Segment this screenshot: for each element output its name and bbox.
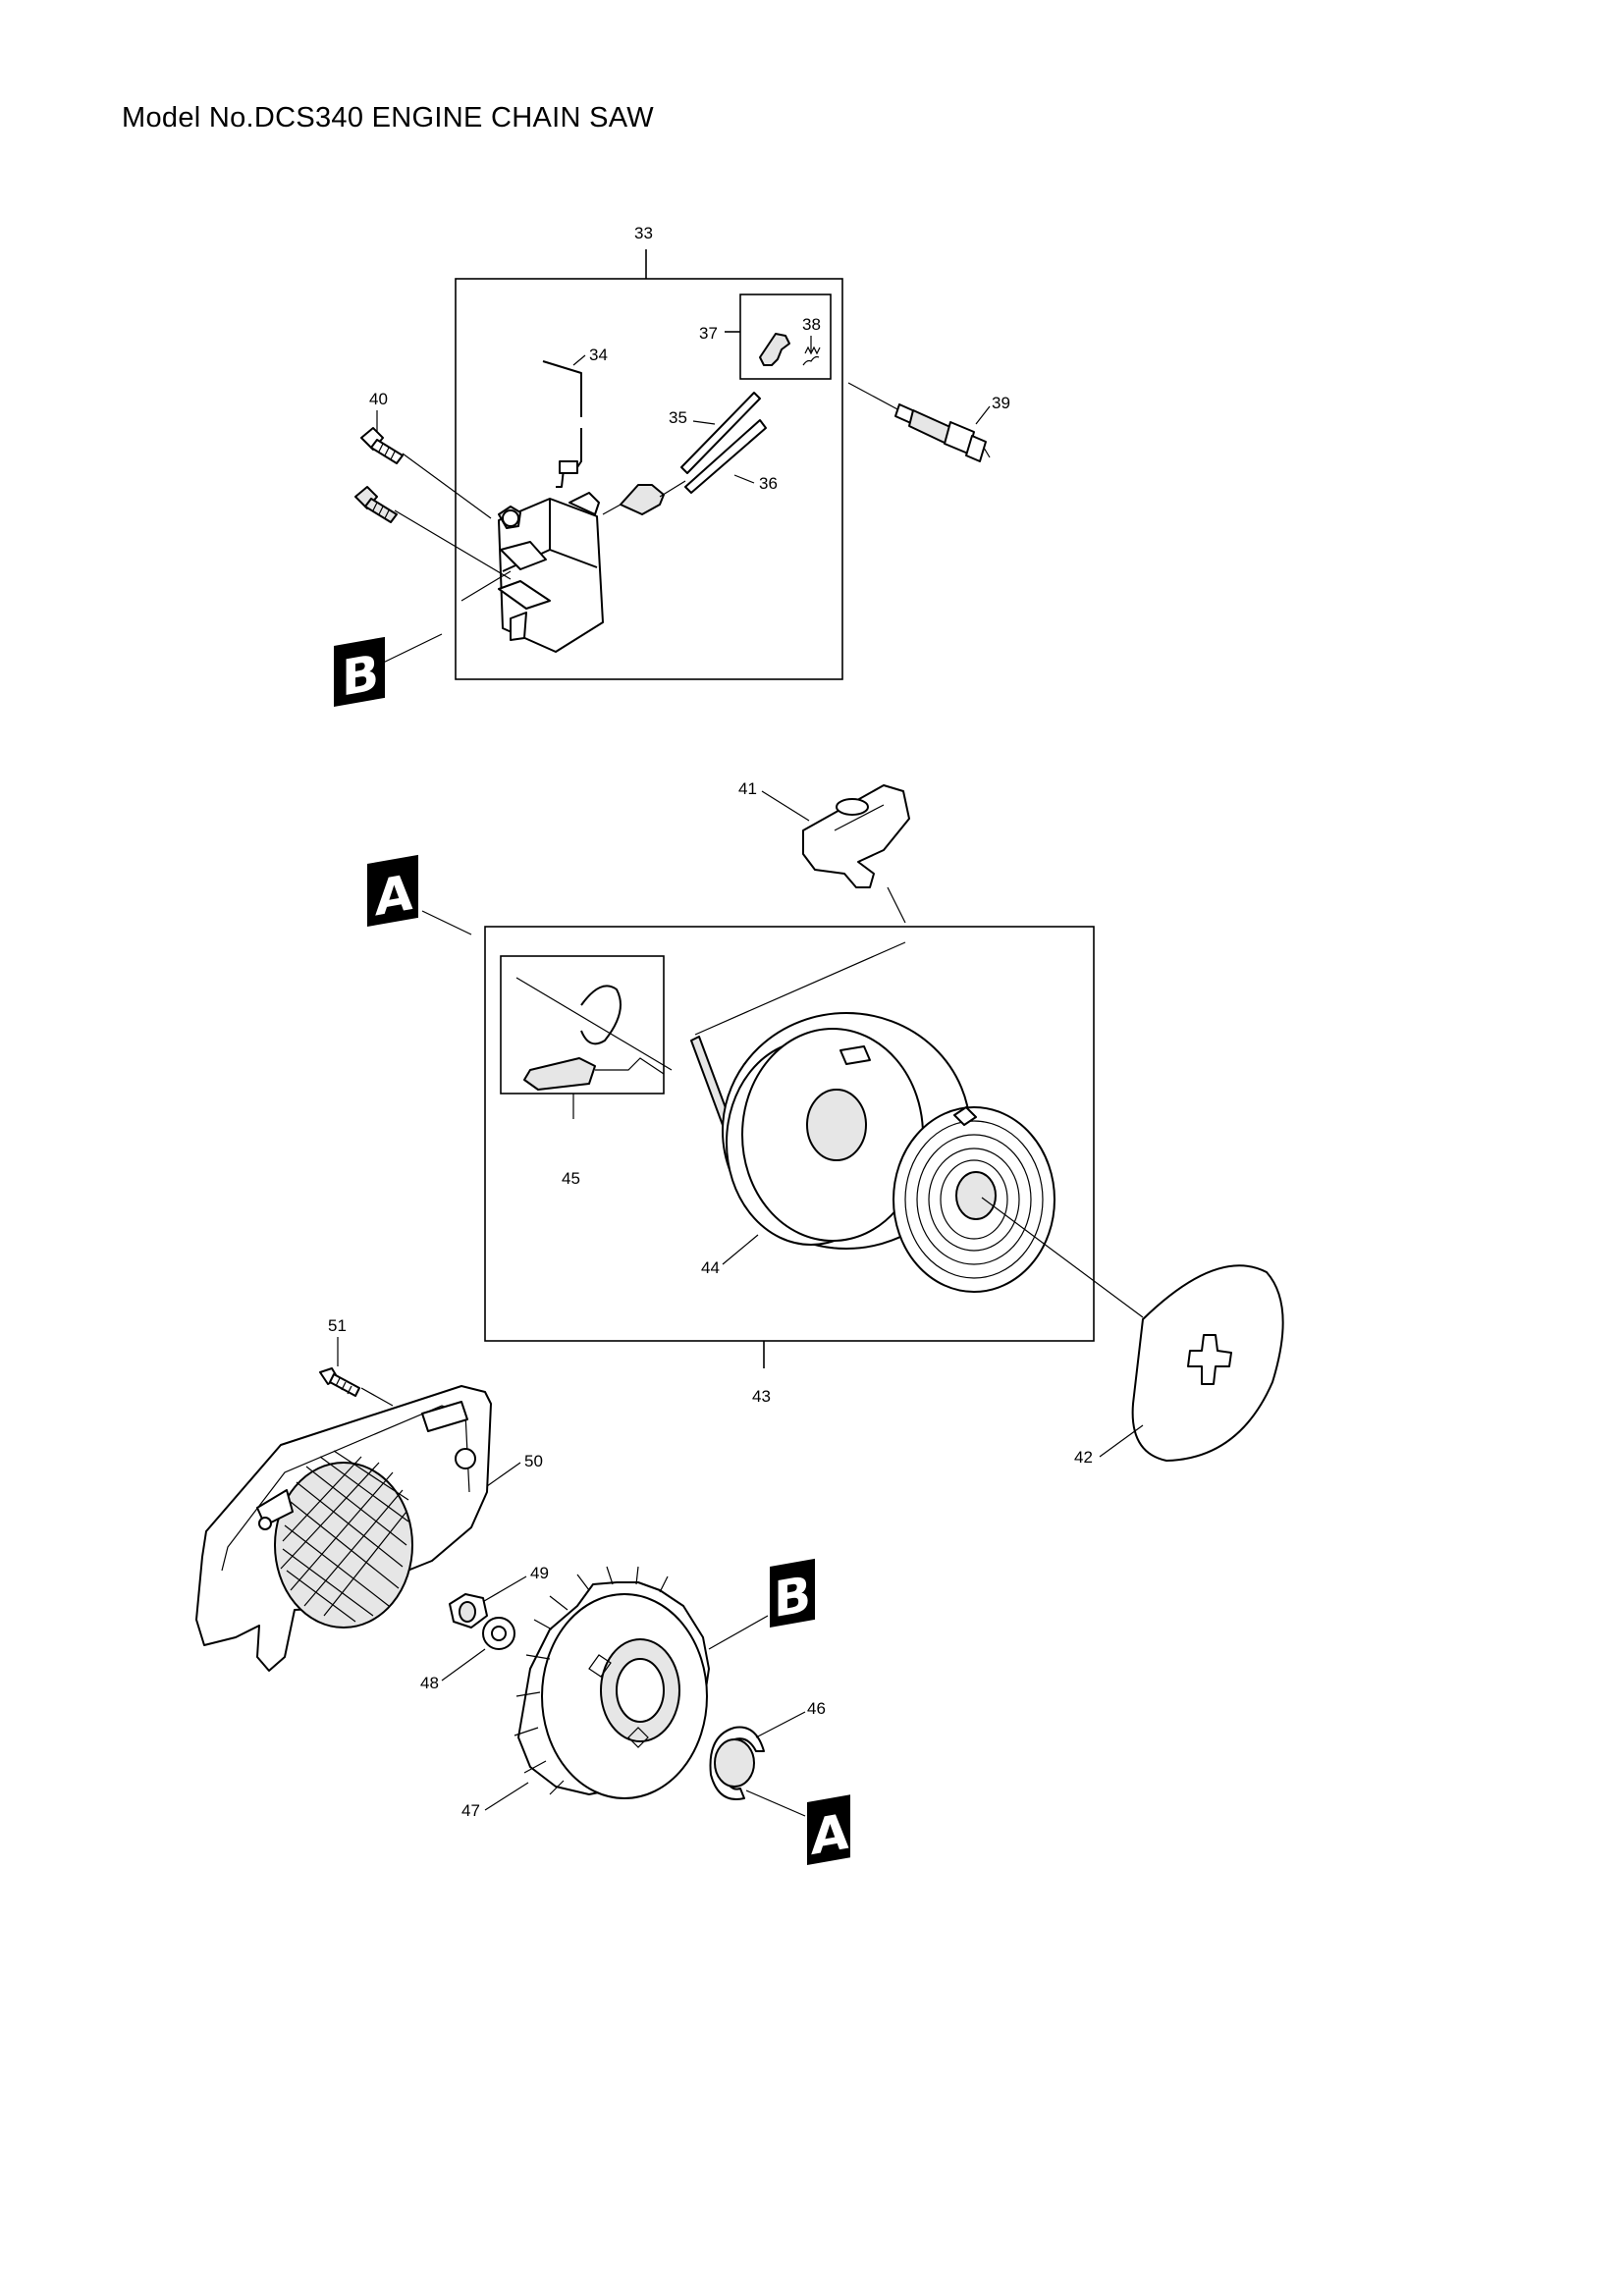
- spring-part-38: [802, 346, 821, 366]
- marker-b-bottom: B: [770, 1558, 815, 1629]
- callout-45: 45: [562, 1169, 580, 1188]
- callout-37: 37: [699, 324, 718, 343]
- plug-cap-part-37: [759, 333, 790, 366]
- recoil-spring: [893, 1106, 1055, 1293]
- plug-lead-part-35: [680, 392, 761, 474]
- ignition-coil-body: [498, 492, 604, 653]
- group-box-33: [455, 278, 843, 680]
- callout-40: 40: [369, 390, 388, 408]
- plug-terminal: [620, 484, 665, 515]
- callout-42: 42: [1074, 1448, 1093, 1467]
- starter-reel-part-44: [722, 1012, 971, 1250]
- callout-38: 38: [802, 315, 821, 334]
- svg-text:B: B: [774, 1565, 811, 1629]
- callout-48: 48: [420, 1674, 439, 1692]
- nut-part-49: [449, 1593, 488, 1629]
- spark-plug-part-39: [894, 403, 991, 462]
- svg-text:A: A: [811, 1802, 849, 1866]
- callout-39: 39: [992, 394, 1010, 412]
- callout-51: 51: [328, 1316, 347, 1335]
- callout-35: 35: [669, 408, 687, 427]
- callout-49: 49: [530, 1564, 549, 1582]
- fan-housing-part-50: [195, 1385, 492, 1672]
- group-box-45: [500, 955, 665, 1095]
- starter-assembly-group: A 41 43 45: [367, 779, 1284, 1467]
- callout-41: 41: [738, 779, 757, 798]
- screw-part-40: [360, 427, 404, 464]
- screw-part-51: [319, 1367, 360, 1397]
- page-title: Model No.DCS340 ENGINE CHAIN SAW: [122, 102, 654, 133]
- pawl: [523, 1057, 596, 1091]
- ignition-assembly-group: 33 37 38 34 35: [334, 224, 1010, 707]
- marker-a-mid: A: [367, 854, 418, 927]
- group-box-43: [484, 926, 1095, 1342]
- callout-44: 44: [701, 1258, 720, 1277]
- flywheel-part-47: [514, 1566, 710, 1799]
- spring-clip: [580, 985, 622, 1045]
- screw-second: [354, 486, 398, 523]
- washer-part-48: [482, 1617, 515, 1650]
- callout-43: 43: [752, 1387, 771, 1406]
- clutch-ring-part-46: [709, 1726, 765, 1800]
- callout-47: 47: [461, 1801, 480, 1820]
- marker-a-bottom: A: [807, 1794, 850, 1866]
- svg-text:B: B: [342, 643, 379, 707]
- fan-housing-group: 51 50 49: [195, 1316, 850, 1866]
- marker-b-top: B: [334, 636, 385, 707]
- svg-text:A: A: [375, 863, 413, 927]
- callout-33: 33: [634, 224, 653, 242]
- group-box-37: [739, 294, 832, 380]
- callout-46: 46: [807, 1699, 826, 1718]
- plug-lead-part-36: [684, 419, 767, 494]
- callout-36: 36: [759, 474, 778, 493]
- callout-50: 50: [524, 1452, 543, 1470]
- starter-handle-part-41: [802, 784, 910, 888]
- callout-34: 34: [589, 346, 608, 364]
- cover-plate-part-42: [1131, 1264, 1284, 1462]
